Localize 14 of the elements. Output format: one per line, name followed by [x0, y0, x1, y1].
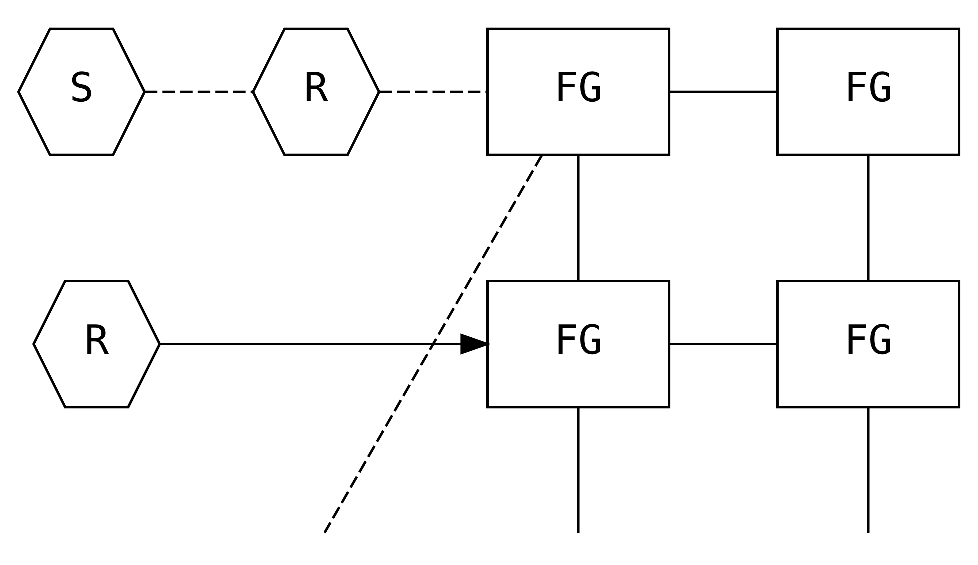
connector	[867, 156, 870, 280]
connector	[380, 90, 488, 94]
node-box: FG	[776, 280, 961, 409]
connector	[670, 90, 778, 94]
connector	[577, 408, 580, 534]
node-box: FG	[486, 28, 671, 156]
connector	[670, 343, 778, 346]
connector	[324, 154, 544, 534]
node-box: FG	[776, 28, 961, 156]
connector	[867, 408, 870, 534]
arrow	[160, 334, 491, 355]
node-box: FG	[486, 280, 671, 409]
connector	[145, 90, 253, 94]
connector	[577, 156, 580, 280]
